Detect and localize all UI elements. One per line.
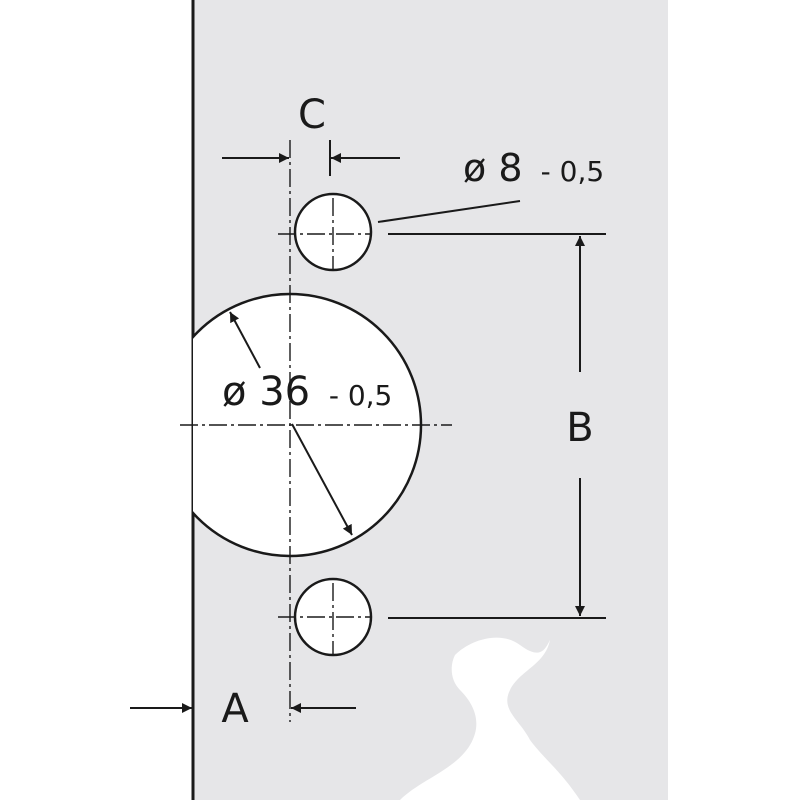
cup-diameter-arrow-lower [291, 423, 353, 536]
small-hole-leader [377, 200, 521, 223]
small-hole-diameter-label: ø 8 - 0,5 [463, 146, 604, 190]
cup-diameter-arrow-upper [229, 311, 261, 369]
b-label: B [566, 405, 593, 451]
watermark-logo [400, 637, 580, 800]
a-label: A [221, 686, 249, 732]
cup-diameter-label: ø 36 - 0,5 [222, 369, 392, 415]
c-label: C [298, 92, 326, 138]
